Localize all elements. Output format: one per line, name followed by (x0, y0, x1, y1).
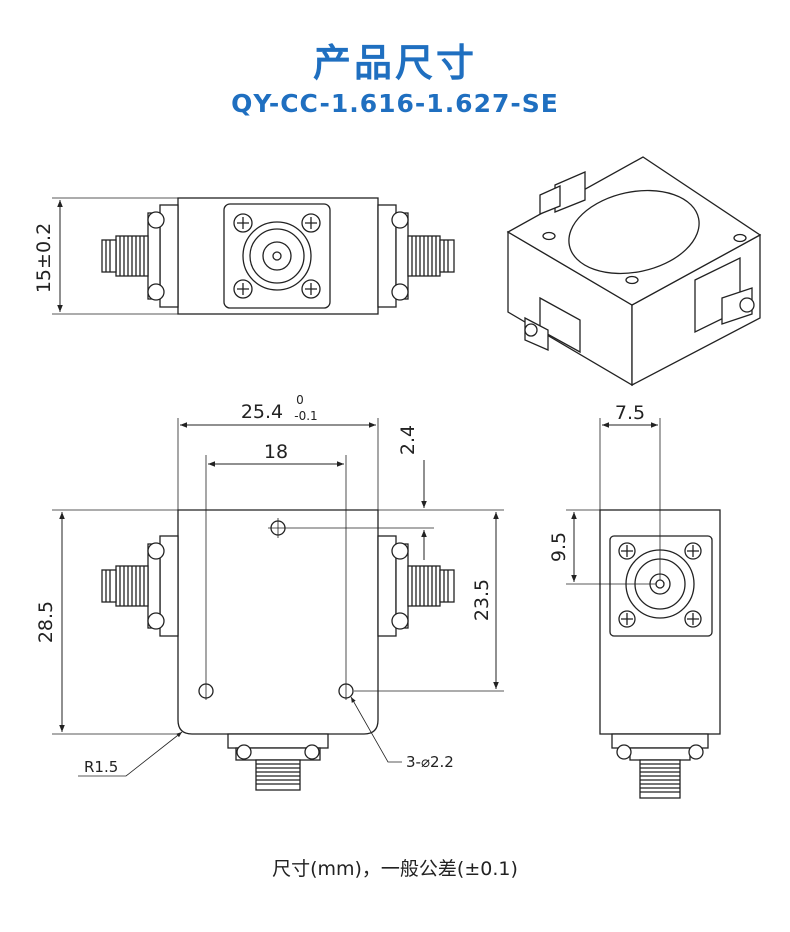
iso-right-connector (694, 256, 755, 334)
page-title: 产品尺寸 (312, 41, 477, 85)
callout-holes: 3-⌀2.2 (406, 753, 454, 771)
iso-front-connector (524, 296, 581, 354)
isometric-view (506, 156, 762, 387)
dim-height-top: 15±0.2 (33, 223, 55, 293)
dim-width-tol-lower: -0.1 (294, 409, 317, 423)
front-view (52, 418, 504, 791)
dim-body-height: 28.5 (35, 601, 57, 643)
front-view-body (177, 509, 379, 735)
dim-width-tol-upper: 0 (296, 393, 304, 407)
tolerance-note: 尺寸(mm)，一般公差(±0.1) (272, 858, 518, 880)
iso-top-disc (568, 189, 700, 275)
front-left-connector (101, 542, 165, 630)
iso-back-connector (539, 171, 586, 215)
right-connector (391, 211, 455, 301)
left-connector (101, 211, 165, 301)
model-number: QY-CC-1.616-1.627-SE (231, 89, 559, 118)
dim-port-height: 9.5 (548, 532, 570, 562)
dim-hole-spacing: 18 (264, 441, 288, 463)
front-right-connector (391, 542, 455, 630)
side-view (566, 418, 721, 799)
top-view (52, 197, 455, 315)
dim-hole-height: 23.5 (471, 579, 493, 621)
callout-corner-radius: R1.5 (84, 758, 118, 776)
front-bottom-connector (227, 733, 329, 791)
dim-hole-offset: 2.4 (397, 425, 419, 455)
dim-side-width: 7.5 (615, 402, 645, 424)
dim-width-total: 25.4 (241, 401, 283, 423)
center-port (223, 203, 331, 309)
